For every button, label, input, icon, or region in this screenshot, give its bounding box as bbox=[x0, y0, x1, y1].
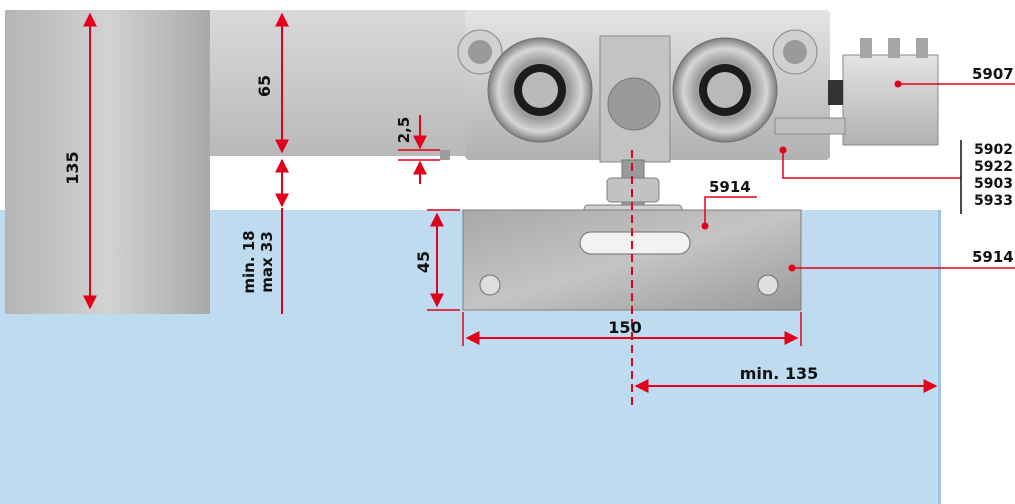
dim-plate-width: 150 bbox=[462, 312, 802, 346]
dim-plate-height: 45 bbox=[414, 209, 460, 311]
wheel-left bbox=[487, 37, 593, 143]
callout-plate-top: 5914 bbox=[701, 178, 757, 230]
callout-group-label-1: 5902 bbox=[974, 142, 1013, 158]
dim-gap-max-label: max 33 bbox=[258, 231, 276, 293]
stopper-block bbox=[774, 38, 939, 146]
dim-edge-min: min. 135 bbox=[634, 364, 938, 393]
dim-gap-min-label: min. 18 bbox=[240, 230, 258, 293]
track-profile-lip bbox=[440, 150, 450, 160]
track-profile-top bbox=[210, 10, 474, 156]
callout-stopper-label: 5907 bbox=[972, 65, 1014, 83]
callout-group-label-2: 5922 bbox=[974, 159, 1013, 175]
callout-stopper: 5907 bbox=[894, 65, 1015, 88]
dim-track-top: 65 bbox=[255, 12, 289, 154]
callout-plate-side-label: 5914 bbox=[972, 248, 1014, 266]
center-bolt-head bbox=[607, 77, 661, 131]
track-profile-vertical bbox=[5, 10, 210, 314]
callout-group: 5902 5922 5903 5933 bbox=[779, 140, 1013, 214]
callout-plate-top-label: 5914 bbox=[709, 178, 751, 196]
dim-plate-height-label: 45 bbox=[414, 251, 433, 273]
dim-plate-width-label: 150 bbox=[608, 318, 641, 337]
dim-gap-range: min. 18 max 33 bbox=[240, 158, 289, 314]
dim-track-height: 135 bbox=[63, 12, 97, 310]
glass-panel-edge bbox=[938, 210, 941, 504]
dim-gap-small-label: 2,5 bbox=[395, 117, 413, 144]
callout-plate-side: 5914 bbox=[788, 248, 1015, 272]
wheel-right bbox=[672, 37, 778, 143]
dim-edge-min-label: min. 135 bbox=[740, 364, 819, 383]
bearing-left bbox=[457, 29, 503, 75]
dim-track-height-label: 135 bbox=[63, 151, 82, 184]
dim-track-top-label: 65 bbox=[255, 75, 274, 97]
dim-gap-small: 2,5 bbox=[395, 115, 440, 184]
callout-group-label-3: 5903 bbox=[974, 176, 1013, 192]
bearing-right bbox=[772, 29, 818, 75]
callout-group-label-4: 5933 bbox=[974, 193, 1013, 209]
